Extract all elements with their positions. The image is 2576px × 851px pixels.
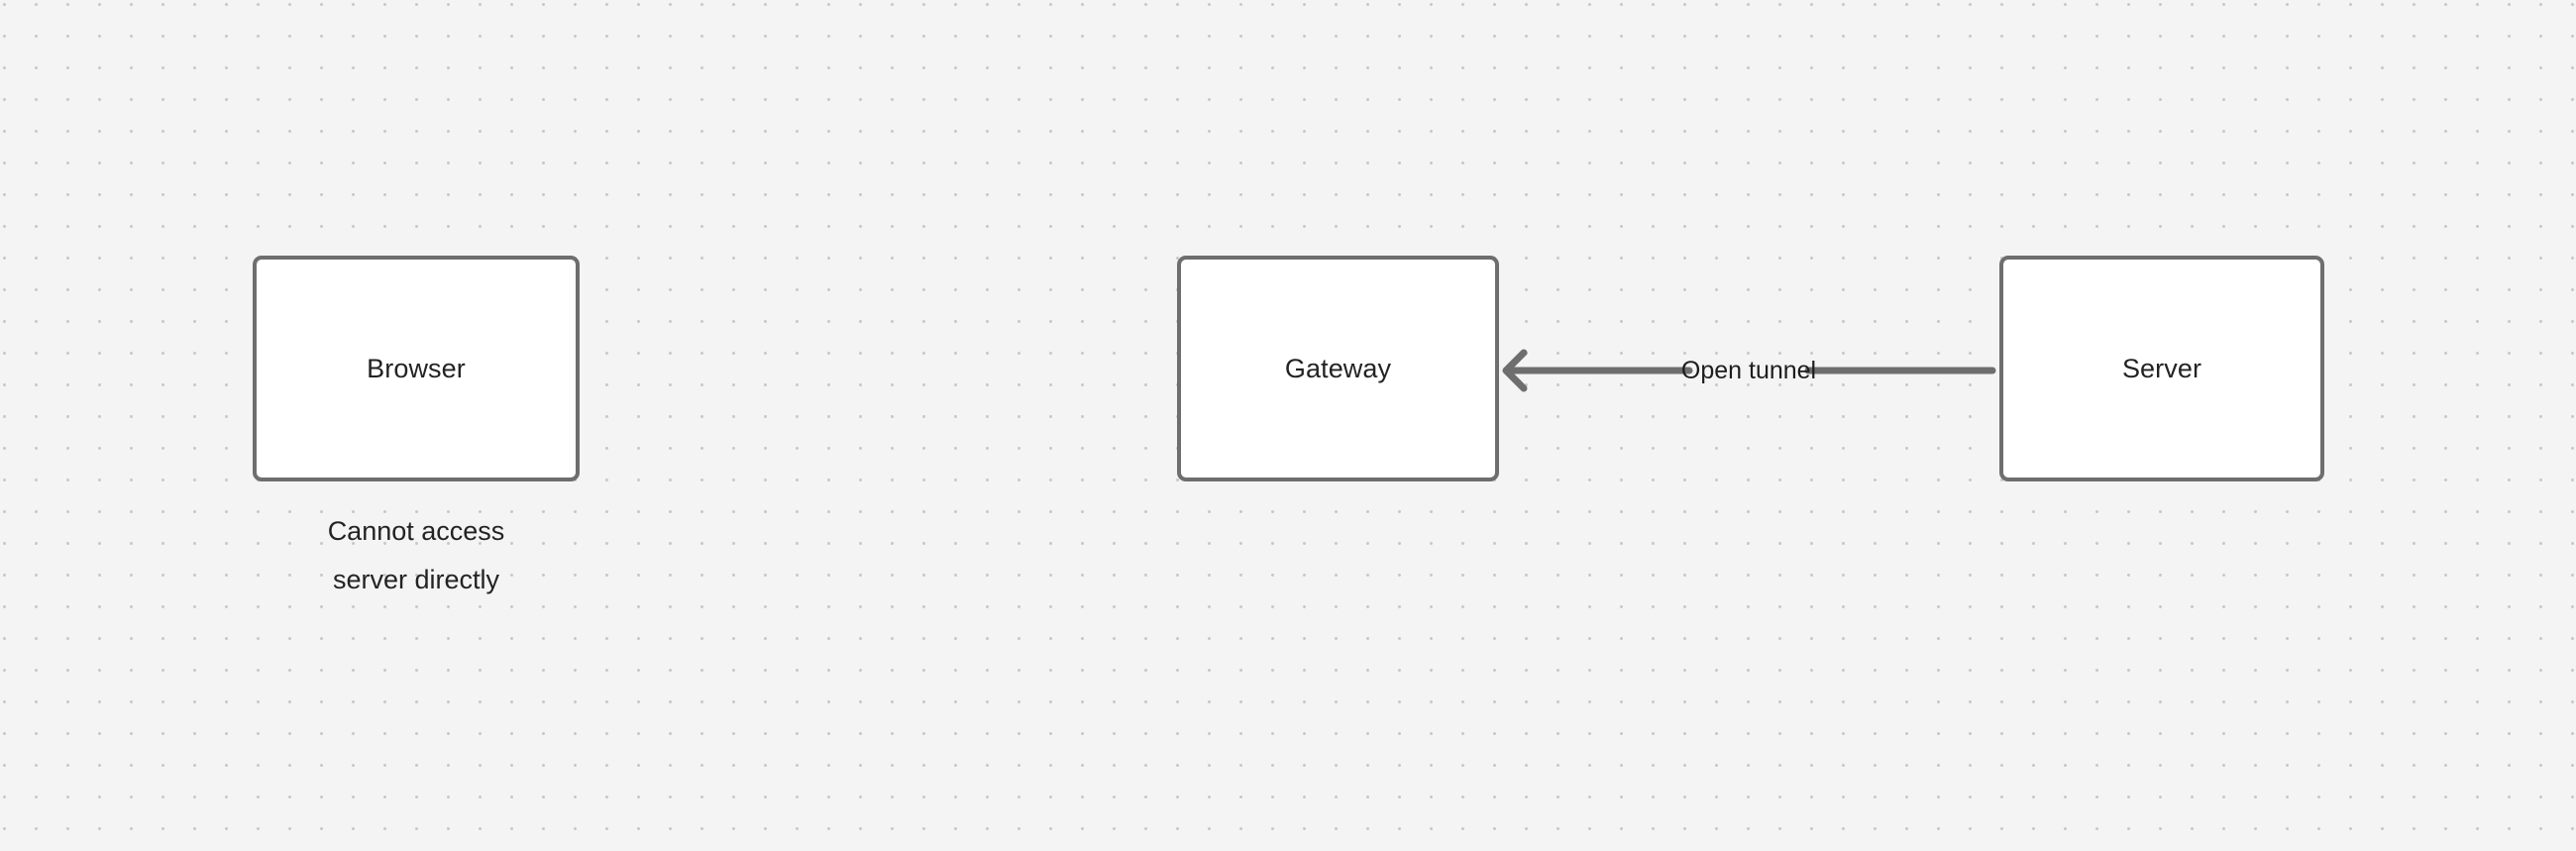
browser-caption-line-2: server directly xyxy=(332,565,500,594)
diagram-edge-open-tunnel[interactable]: Open tunnel xyxy=(1501,345,1996,396)
node-label-browser: Browser xyxy=(367,353,466,383)
diagram-node-gateway[interactable]: Gateway xyxy=(1177,256,1499,481)
node-label-server: Server xyxy=(2121,353,2202,383)
browser-caption: Cannot access server directly xyxy=(253,507,580,604)
diagram-node-server[interactable]: Server xyxy=(1999,256,2324,481)
node-label-gateway: Gateway xyxy=(1284,353,1392,383)
diagram-node-browser[interactable]: Browser xyxy=(253,256,580,481)
browser-caption-line-1: Cannot access xyxy=(327,516,505,546)
edge-arrow-icon xyxy=(1502,349,1996,392)
